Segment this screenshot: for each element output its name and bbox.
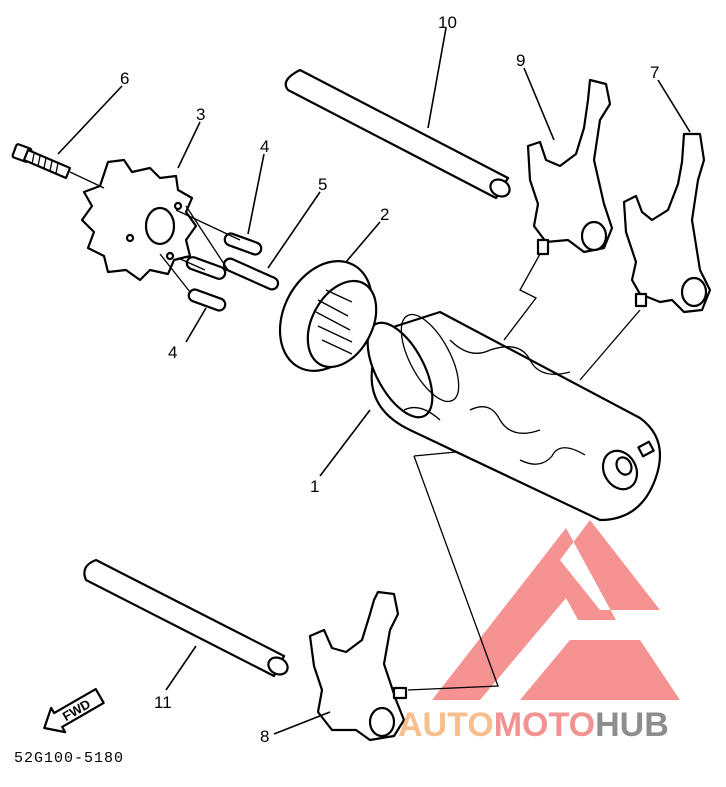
callout-3: 3: [196, 105, 205, 124]
callout-1: 1: [310, 477, 319, 496]
guide-bar-10: [284, 68, 511, 200]
callout-6: 6: [120, 69, 129, 88]
shift-fork-9: [526, 78, 614, 256]
guide-bar-11: [83, 558, 289, 678]
callout-4-top: 4: [260, 137, 269, 156]
callouts: 1 2 3 4 4 5 6 7 8 9 10 11: [120, 13, 659, 746]
callout-4-bottom: 4: [168, 343, 177, 362]
watermark-hub: HUB: [595, 706, 669, 744]
dowel-pins: [185, 232, 263, 312]
shift-fork-7: [622, 132, 712, 314]
shift-fork-8: [308, 590, 408, 742]
segment-plate: [80, 158, 198, 282]
callout-7: 7: [650, 63, 659, 82]
long-pin: [222, 257, 280, 291]
callout-9: 9: [516, 51, 525, 70]
bearing: [278, 260, 378, 372]
callout-8: 8: [260, 727, 269, 746]
callout-5: 5: [318, 175, 327, 194]
callout-2: 2: [380, 205, 389, 224]
watermark-text: AUTOMOTOHUB: [398, 706, 669, 744]
fwd-arrow-icon: FWD: [43, 687, 105, 734]
watermark-moto: MOTO: [494, 706, 595, 744]
watermark-logo-icon: [432, 520, 680, 700]
part-code: 52G100-5180: [14, 750, 124, 767]
callout-10: 10: [438, 13, 457, 32]
callout-11: 11: [154, 693, 172, 712]
watermark-auto: AUTO: [398, 706, 494, 744]
bolt: [11, 143, 105, 189]
svg-text:AUTOMOTOHUB: AUTOMOTOHUB: [398, 706, 669, 744]
connection-lines: [407, 253, 641, 691]
leader-lines: [57, 27, 691, 735]
shift-drum: [366, 310, 662, 522]
